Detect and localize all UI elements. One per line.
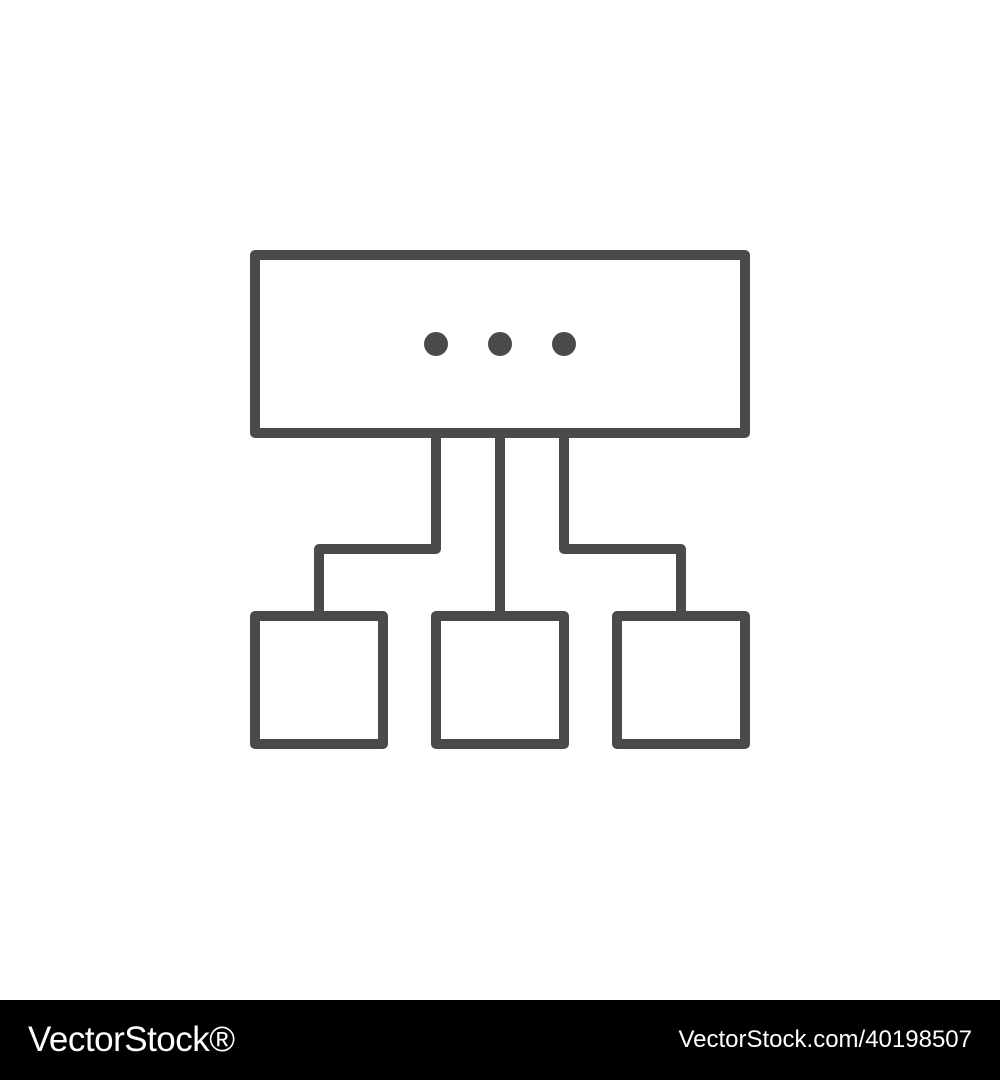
child-box-right: [612, 611, 750, 749]
dot-icon: [424, 332, 448, 356]
child-box-center: [431, 611, 569, 749]
child-box-left: [250, 611, 388, 749]
image-id-label: VectorStock.com/40198507: [678, 1026, 972, 1053]
hierarchy-structure-icon: [250, 250, 750, 749]
connector-left: [314, 428, 441, 621]
connector-right: [559, 428, 686, 621]
icon-area: [250, 250, 750, 749]
dot-icon: [488, 332, 512, 356]
watermark-bar: VectorStock® VectorStock.com/40198507: [0, 1000, 1000, 1080]
brand-logo: VectorStock®: [28, 1020, 235, 1059]
dot-icon: [552, 332, 576, 356]
